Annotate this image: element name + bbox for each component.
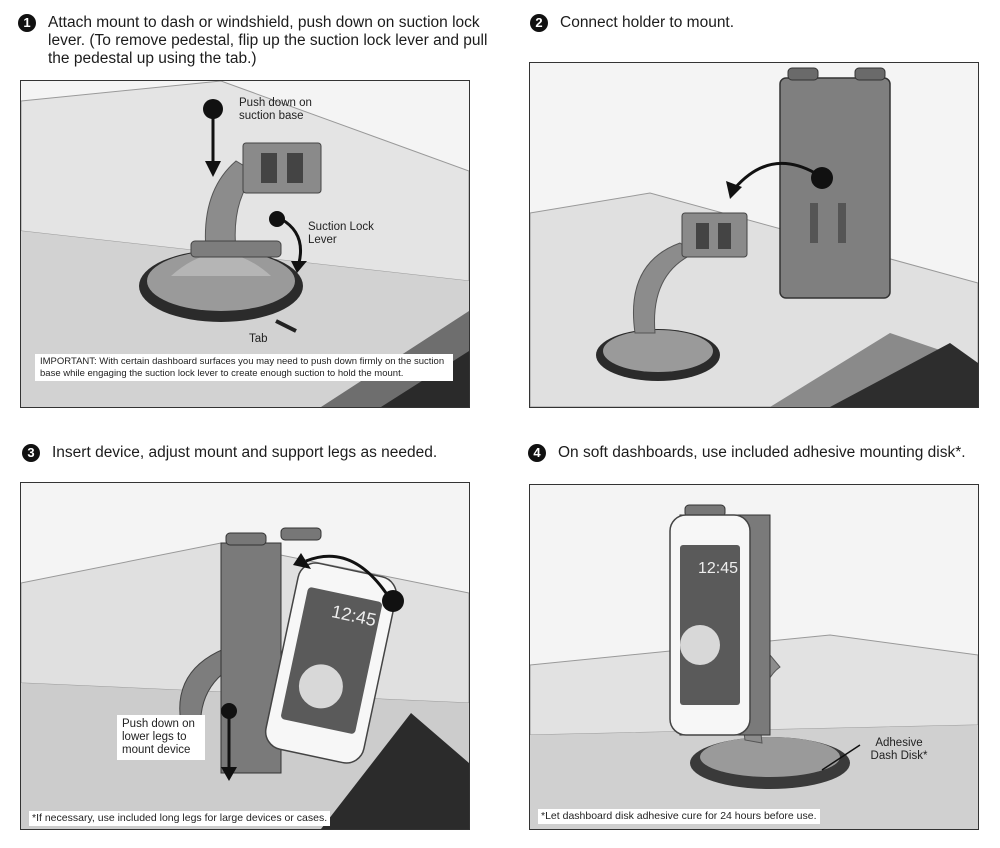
curved-arrow-icon [269, 211, 307, 273]
step-2-illustration [529, 62, 979, 408]
step-4: 4 On soft dashboards, use included adhes… [500, 430, 1000, 848]
phone-icon [264, 562, 398, 764]
step-number-badge: 3 [22, 444, 40, 462]
step-4-instruction: On soft dashboards, use included adhesiv… [558, 444, 966, 461]
suction-lock-lever-callout: Suction Lock Lever [308, 221, 374, 246]
curved-arrow-icon [293, 553, 404, 612]
long-legs-footnote: *If necessary, use included long legs fo… [29, 811, 331, 826]
step-3: 3 Insert device, adjust mount and suppor… [0, 430, 500, 848]
lower-legs-callout: Push down on lower legs to mount device [117, 715, 205, 760]
step-3-illustration: 12:45 Push down on lower legs to mount d… [20, 482, 470, 830]
adhesive-disk-callout: Adhesive Dash Disk* [870, 737, 928, 762]
step-number-badge: 4 [528, 444, 546, 462]
adhesive-disk-drawing: 12:45 [530, 485, 978, 829]
step-2: 2 Connect holder to mount. [500, 0, 1000, 420]
down-arrow-icon [221, 703, 237, 781]
curved-arrow-icon [726, 161, 833, 199]
phone-clock: 12:45 [698, 560, 738, 577]
push-down-callout: Push down on suction base [239, 97, 312, 122]
phone-icon [669, 514, 751, 736]
step-4-illustration: 12:45 Adhesive Dash Disk* *Let dashboard… [529, 484, 979, 830]
important-note: IMPORTANT: With certain dashboard surfac… [35, 354, 453, 381]
step-1-illustration: Push down on suction base Suction Lock L… [20, 80, 470, 408]
holder-connect-drawing [530, 63, 978, 407]
step-number-badge: 2 [530, 14, 548, 32]
tab-callout: Tab [249, 333, 268, 345]
insert-device-drawing: 12:45 [21, 483, 469, 829]
step-2-instruction: Connect holder to mount. [560, 14, 735, 31]
step-1: 1 Attach mount to dash or windshield, pu… [0, 0, 500, 420]
adhesive-cure-footnote: *Let dashboard disk adhesive cure for 24… [538, 809, 820, 824]
step-3-instruction: Insert device, adjust mount and support … [52, 444, 438, 461]
suction-cup-icon [139, 250, 303, 322]
step-1-instruction: Attach mount to dash or windshield, push… [48, 14, 488, 67]
step-number-badge: 1 [18, 14, 36, 32]
down-arrow-icon [203, 99, 223, 177]
suction-cup-icon [690, 737, 850, 789]
suction-cup-icon [596, 329, 720, 381]
